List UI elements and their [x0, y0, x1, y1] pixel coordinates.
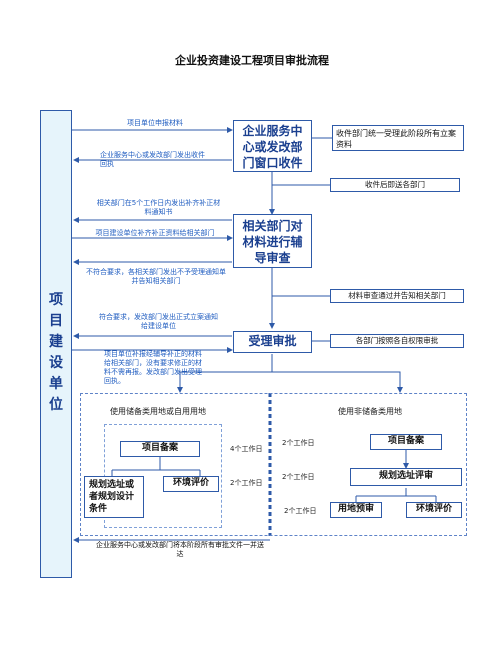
- left-days-2: 2个工作日: [230, 479, 263, 487]
- review-box: 相关部门对材料进行辅导审查: [233, 214, 312, 268]
- arrow-right-section: [271, 354, 403, 393]
- annotation-supplement: 相关部门在5个工作日内发出补齐补正材料通知书: [96, 199, 221, 216]
- right-days-3: 2个工作日: [284, 507, 317, 515]
- project-unit-label: 项 目 建 设 单 位: [49, 292, 63, 413]
- project-unit-column: [40, 110, 72, 578]
- left-env-box: 环境评价: [163, 476, 219, 492]
- right-days-2: 2个工作日: [282, 473, 315, 481]
- right-record-box: 项目备案: [370, 434, 442, 450]
- right-env-box: 环境评价: [406, 502, 462, 518]
- forward-box: 收件后即送各部门: [330, 178, 460, 192]
- right-planning-review-box: 规划选址评审: [350, 468, 462, 486]
- left-section-heading: 使用储备类用地或自用用地: [110, 407, 206, 416]
- annotation-resubmit: 项目建设单位补齐补正资料给相关部门: [95, 229, 215, 237]
- right-section-heading: 使用非储备类用地: [338, 407, 402, 416]
- arrow-left-section: [177, 371, 272, 393]
- annotation-accept-notice: 符合要求，发改部门发出正式立案通知给建设单位: [99, 313, 218, 330]
- annotation-receipt: 企业服务中心或发改部门发出收件回执: [100, 151, 205, 168]
- unified-accept-box: 收件部门统一受理此阶段所有立案资料: [332, 125, 464, 151]
- annotation-submit: 项目单位申报材料: [127, 119, 183, 127]
- page-title: 企业投资建设工程项目审批流程: [175, 54, 329, 67]
- annotation-final: 企业服务中心或发改部门将本阶段所有审批文件一并送达: [96, 541, 264, 558]
- accept-box: 受理审批: [233, 331, 312, 353]
- notify-box: 材料审查通过并告知相关部门: [330, 289, 464, 303]
- left-planning-box: 规划选址或者规划设计条件: [84, 476, 144, 518]
- service-center-box: 企业服务中心或发改部门窗口收件: [233, 120, 312, 172]
- right-days-1: 2个工作日: [282, 439, 315, 447]
- approval-section: [80, 393, 467, 536]
- left-record-box: 项目备案: [120, 441, 200, 457]
- right-land-pre-box: 用地预审: [330, 502, 382, 518]
- annotation-reject: 不符合要求，各相关部门发出不予受理通知单并告知相关部门: [86, 268, 226, 285]
- authority-box: 各部门按照各自权限审批: [330, 334, 464, 348]
- annotation-followup: 项目单位补报经辅导补正的材料给相关部门，没有要求修正的材料不需再报。发改部门发出…: [104, 350, 202, 385]
- left-days-1: 4个工作日: [230, 445, 263, 453]
